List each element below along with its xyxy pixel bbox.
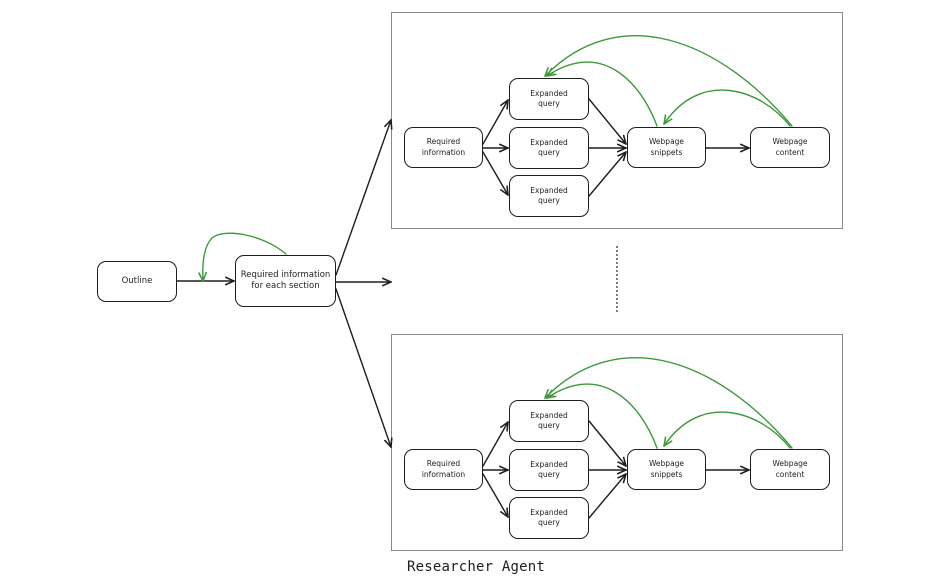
ellipsis-dot (616, 278, 618, 280)
flow-arrows (176, 98, 749, 519)
bottom-snippets-line1: Webpage (648, 459, 685, 469)
bottom-webpage-snippets-node: Webpage snippets (627, 449, 706, 490)
bottom-query1-line1: Expanded (530, 410, 568, 420)
top-required-line2: information (421, 147, 466, 157)
top-content-line2: content (775, 147, 805, 157)
bottom-expanded-query-1: Expanded query (509, 400, 589, 442)
ellipsis-dot (616, 274, 618, 276)
outline-label: Outline (121, 275, 153, 286)
top-query3-line1: Expanded (530, 185, 568, 195)
ellipsis-dot (616, 262, 618, 264)
ellipsis-dot (616, 294, 618, 296)
top-arrow-query-3-to-snippets (588, 152, 626, 197)
top-query1-line2: query (538, 99, 560, 108)
bottom-arrow-required-to-query-1 (482, 422, 508, 467)
top-snippets-line2: snippets (650, 147, 683, 157)
required-info-each-section-node: Required information for each section (235, 255, 336, 307)
bottom-expanded-query-2: Expanded query (509, 449, 589, 491)
top-query2-line1: Expanded (530, 137, 568, 147)
bottom-arrow-required-to-query-3 (482, 473, 508, 517)
outline-node: Outline (97, 261, 177, 302)
bottom-arrow-query-1-to-snippets (588, 420, 626, 466)
ellipsis-dot (616, 306, 618, 308)
bottom-expanded-query-3: Expanded query (509, 497, 589, 539)
top-snippets-line1: Webpage (648, 137, 685, 147)
top-arrow-required-to-query-3 (482, 151, 508, 195)
top-required-info-node: Required information (404, 127, 483, 168)
top-content-line1: Webpage (772, 137, 808, 147)
ellipsis-dot (616, 254, 618, 256)
bottom-content-line2: content (775, 469, 805, 479)
top-webpage-snippets-node: Webpage snippets (627, 127, 706, 168)
bottom-webpage-content-node: Webpage content (750, 449, 830, 490)
bottom-required-info-node: Required information (404, 449, 483, 490)
bottom-feedback-content-to-query-1 (545, 357, 793, 449)
bottom-required-line1: Required (426, 459, 461, 469)
top-required-line1: Required (426, 137, 461, 147)
bottom-query3-line1: Expanded (530, 507, 568, 517)
bottom-query2-line2: query (538, 470, 560, 479)
bottom-feedback-snippets-to-query-1 (547, 383, 658, 449)
ellipsis-dot (616, 310, 618, 312)
required-each-line2: for each section (251, 281, 320, 291)
ellipsis-dot (616, 250, 618, 252)
top-arrow-required-to-query-1 (482, 100, 508, 145)
top-expanded-query-2: Expanded query (509, 127, 589, 169)
ellipsis-dot (616, 266, 618, 268)
bottom-snippets-line2: snippets (650, 469, 683, 479)
ellipsis-dot (616, 302, 618, 304)
ellipsis-dot (616, 246, 618, 248)
ellipsis-dot (616, 282, 618, 284)
top-query3-line2: query (538, 196, 560, 205)
bottom-feedback-content-to-snippets (664, 411, 791, 449)
feedback-arrows (203, 35, 793, 449)
ellipsis-dot (616, 290, 618, 292)
arrow-required-each-to-top-panel (335, 120, 391, 276)
arrow-required-each-to-bottom-panel (335, 288, 391, 447)
top-feedback-snippets-to-query-1 (547, 61, 658, 127)
top-query1-line1: Expanded (530, 88, 568, 98)
top-feedback-content-to-query-1 (545, 35, 793, 127)
bottom-required-line2: information (421, 469, 466, 479)
research-panel-top (391, 12, 843, 229)
bottom-arrow-query-3-to-snippets (588, 474, 626, 519)
ellipsis-dot (616, 270, 618, 272)
ellipsis-dot (616, 258, 618, 260)
top-query2-line2: query (538, 148, 560, 157)
feedback-required-each-to-outline (203, 232, 287, 281)
top-webpage-content-node: Webpage content (750, 127, 830, 168)
ellipsis-dot (616, 286, 618, 288)
bottom-query2-line1: Expanded (530, 459, 568, 469)
top-feedback-content-to-snippets (664, 89, 791, 127)
top-arrow-query-1-to-snippets (588, 98, 626, 144)
diagram-caption: Researcher Agent (407, 559, 546, 575)
ellipsis-dot (616, 298, 618, 300)
bottom-query3-line2: query (538, 518, 560, 527)
ellipsis-dots (616, 246, 618, 312)
required-each-line1: Required information (240, 269, 331, 280)
bottom-query1-line2: query (538, 421, 560, 430)
top-expanded-query-1: Expanded query (509, 78, 589, 120)
research-panel-bottom (391, 334, 843, 551)
top-expanded-query-3: Expanded query (509, 175, 589, 217)
bottom-content-line1: Webpage (772, 459, 808, 469)
